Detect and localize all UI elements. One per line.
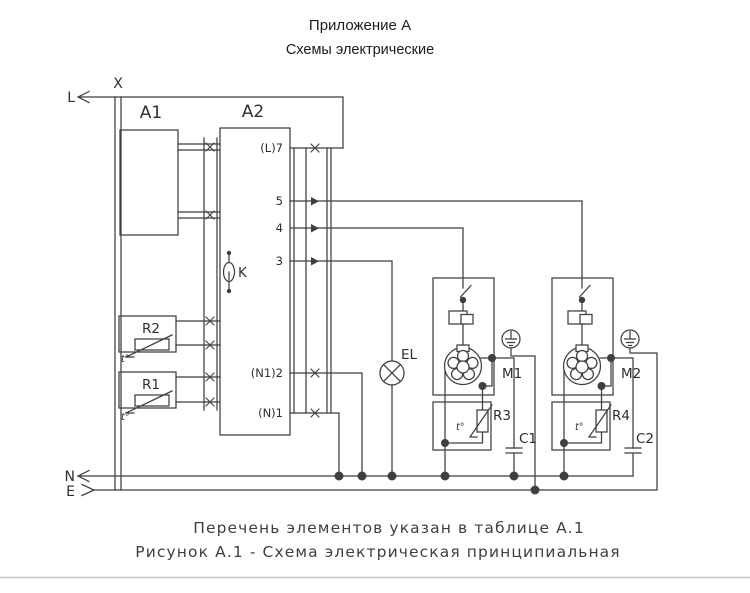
sensor-r4-box bbox=[551, 401, 611, 451]
a2-pin-wires bbox=[289, 147, 583, 476]
label-capacitor-c2: C2 bbox=[636, 431, 654, 447]
capacitor-c1 bbox=[505, 447, 523, 476]
page-subtitle: Схемы электрические bbox=[286, 42, 434, 58]
ground-icon bbox=[501, 329, 536, 491]
bus-n bbox=[77, 469, 634, 483]
schematic-linework bbox=[77, 90, 658, 497]
relay-k-symbol bbox=[222, 254, 236, 290]
label-bus-e: E bbox=[66, 484, 75, 500]
schematic-labels: Приложение А Схемы электрические X L N E… bbox=[65, 17, 655, 561]
junction-dots bbox=[226, 197, 615, 495]
connector-x-strip bbox=[114, 96, 122, 491]
motor-icon bbox=[562, 344, 602, 386]
label-thermo-mark: t° bbox=[121, 412, 129, 423]
motor-icon bbox=[443, 344, 483, 386]
label-motor-m1: M1 bbox=[502, 366, 522, 382]
thermistor-icon bbox=[595, 409, 608, 433]
label-sensor-r2: R2 bbox=[142, 321, 160, 337]
connector-cross-marks bbox=[205, 142, 320, 418]
connector-strip-left bbox=[203, 137, 218, 411]
label-sensor-r3: R3 bbox=[493, 408, 511, 424]
module-m1 bbox=[432, 277, 536, 491]
sensor-r2 bbox=[118, 315, 221, 358]
block-a2 bbox=[219, 127, 291, 436]
label-capacitor-c1: C1 bbox=[519, 431, 537, 447]
label-pin-n-1: (N)1 bbox=[258, 406, 283, 420]
label-pin-5: 5 bbox=[276, 194, 283, 208]
caption-elements-note: Перечень элементов указан в таблице А.1 bbox=[193, 519, 585, 537]
label-relay-k: K bbox=[238, 265, 248, 281]
bus-e bbox=[81, 347, 658, 497]
thermistor-icon bbox=[476, 409, 489, 433]
label-pin-n1-2: (N1)2 bbox=[251, 366, 283, 380]
connector-strip-right bbox=[293, 147, 332, 414]
label-block-a1: A1 bbox=[140, 103, 162, 123]
label-lamp-el: EL bbox=[401, 347, 418, 363]
caption-figure-title: Рисунок А.1 - Схема электрическая принци… bbox=[135, 543, 620, 561]
sensor-r3-box bbox=[432, 401, 492, 451]
a1-a2-wires bbox=[177, 143, 221, 219]
connector-arrow-mark bbox=[311, 224, 319, 233]
label-block-a2: A2 bbox=[242, 102, 264, 122]
ground-icon bbox=[620, 329, 640, 349]
block-a1 bbox=[119, 129, 179, 236]
label-pin-l7: (L)7 bbox=[260, 141, 283, 155]
label-bus-l: L bbox=[67, 90, 75, 106]
label-motor-m2: M2 bbox=[621, 366, 641, 382]
thermal-contact-icon bbox=[578, 282, 591, 348]
connector-arrow-mark bbox=[311, 197, 319, 206]
label-pin-3: 3 bbox=[276, 254, 283, 268]
label-thermo-mark: t° bbox=[121, 354, 129, 365]
label-bus-n: N bbox=[65, 469, 75, 485]
label-connector-x: X bbox=[113, 76, 123, 92]
label-thermo-mark: t° bbox=[456, 422, 464, 433]
label-thermo-mark: t° bbox=[575, 422, 583, 433]
label-pin-4: 4 bbox=[276, 221, 283, 235]
page-title: Приложение А bbox=[309, 17, 411, 34]
label-sensor-r1: R1 bbox=[142, 377, 160, 393]
bus-l bbox=[77, 90, 344, 149]
lamp-el-symbol bbox=[379, 360, 405, 476]
sensor-r1 bbox=[118, 371, 221, 414]
label-sensor-r4: R4 bbox=[612, 408, 630, 424]
connector-arrow-mark bbox=[311, 257, 319, 266]
module-m2 bbox=[551, 277, 642, 477]
thermal-contact-icon bbox=[459, 282, 472, 348]
capacitor-c2 bbox=[624, 447, 642, 477]
